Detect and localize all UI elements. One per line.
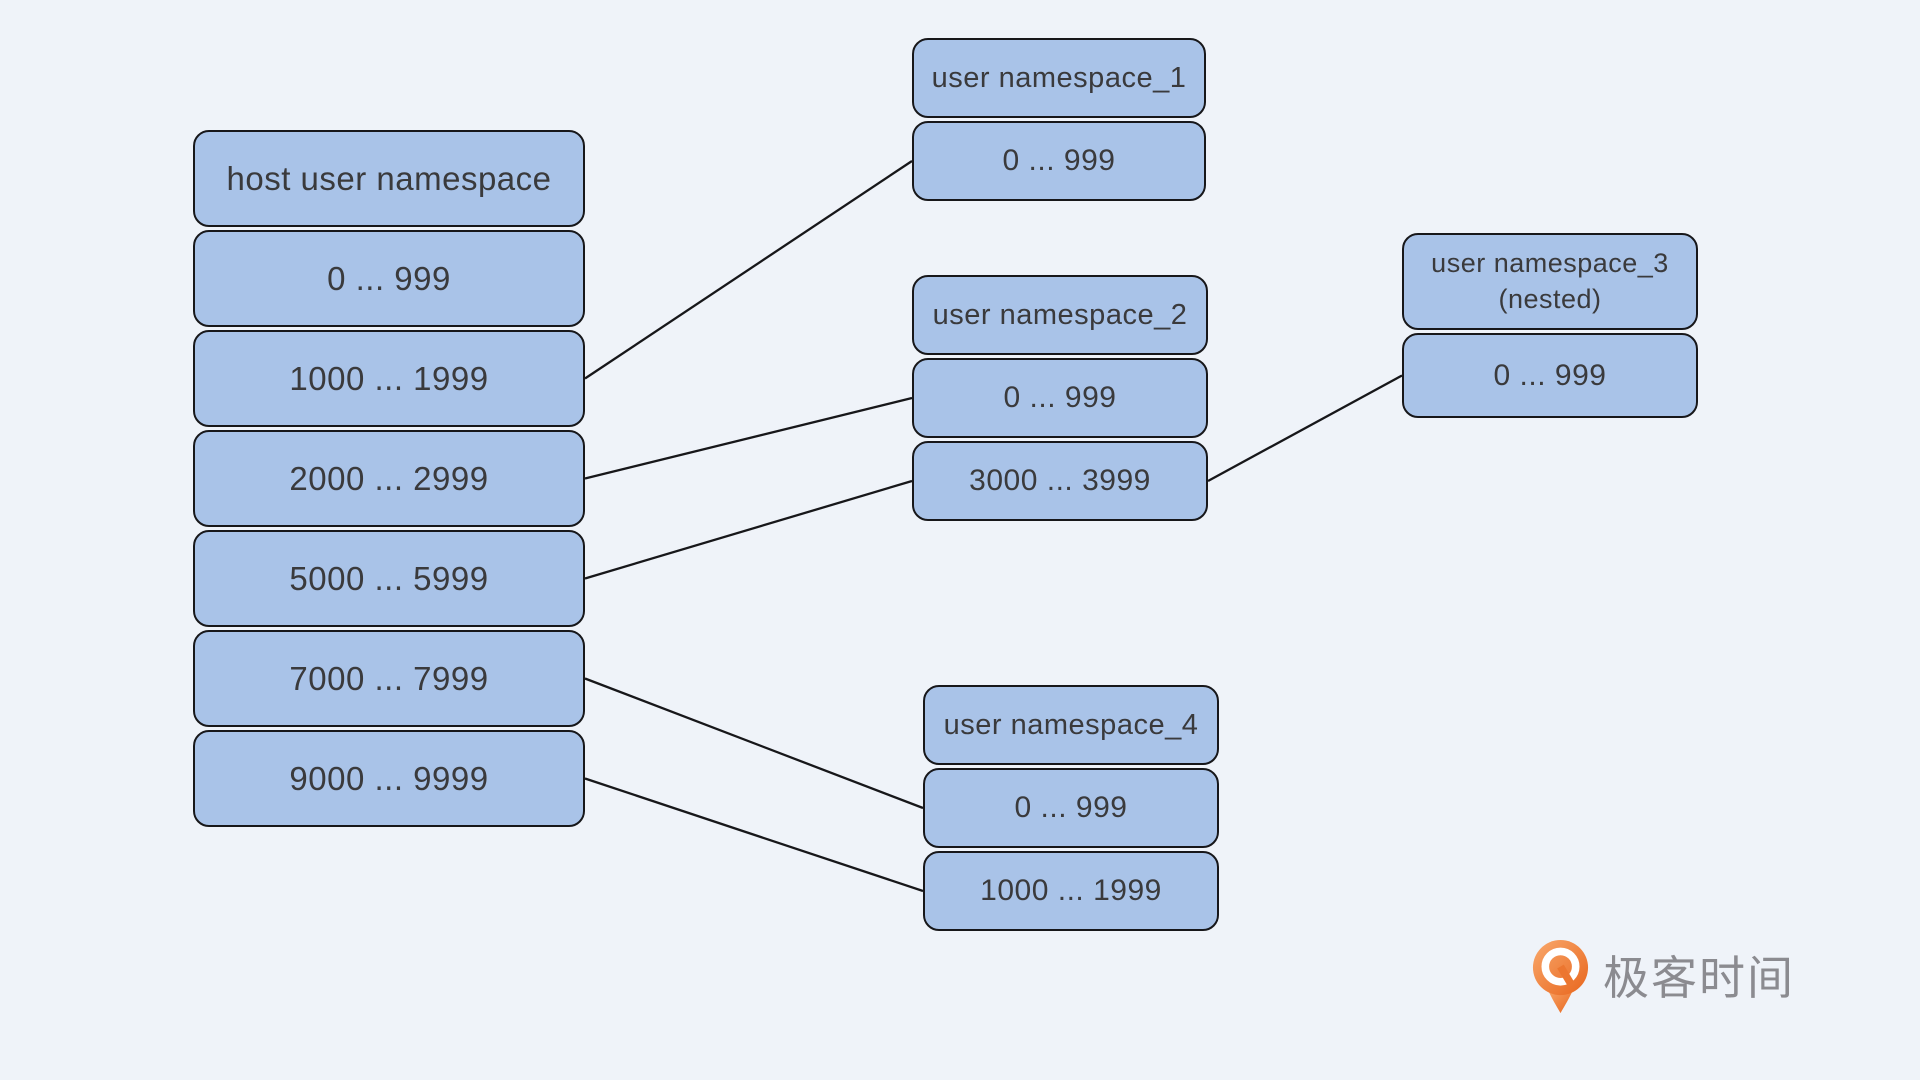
user-namespace-3-subtitle: (nested) — [1498, 283, 1602, 314]
ns3-uid-range-0-999: 0 ... 999 — [1402, 333, 1698, 418]
user-namespace-2-title-box: user namespace_2 — [912, 275, 1208, 355]
user-namespace-3-title: user namespace_3 — [1431, 248, 1669, 279]
ns4-uid-range-1000-1999: 1000 ... 1999 — [923, 851, 1219, 931]
user-namespace-1-title: user namespace_1 — [931, 61, 1187, 94]
user-namespace-2-stack: user namespace_2 0 ... 999 3000 ... 3999 — [912, 275, 1208, 521]
host-uid-range-2000-2999: 2000 ... 2999 — [193, 430, 585, 527]
host-namespace-title-box: host user namespace — [193, 130, 585, 227]
user-namespace-4-title-box: user namespace_4 — [923, 685, 1219, 765]
host-uid-range-1000-1999: 1000 ... 1999 — [193, 330, 585, 427]
user-namespace-4-stack: user namespace_4 0 ... 999 1000 ... 1999 — [923, 685, 1219, 931]
geektime-logo: 极客时间 — [1532, 940, 1795, 1016]
ns4-uid-range-0-999: 0 ... 999 — [923, 768, 1219, 848]
user-namespace-3-title-box: user namespace_3 (nested) — [1402, 233, 1698, 330]
user-namespace-2-title: user namespace_2 — [932, 298, 1188, 331]
host-uid-range-0-999: 0 ... 999 — [193, 230, 585, 327]
host-namespace-title: host user namespace — [226, 159, 552, 197]
host-uid-range-7000-7999: 7000 ... 7999 — [193, 630, 585, 727]
user-namespace-1-title-box: user namespace_1 — [912, 38, 1206, 118]
ns1-uid-range-0-999: 0 ... 999 — [912, 121, 1206, 201]
user-namespace-3-stack: user namespace_3 (nested) 0 ... 999 — [1402, 233, 1698, 418]
user-namespace-1-stack: user namespace_1 0 ... 999 — [912, 38, 1206, 201]
host-namespace-stack: host user namespace 0 ... 999 1000 ... 1… — [193, 130, 585, 827]
user-namespace-4-title: user namespace_4 — [943, 708, 1199, 741]
ns2-uid-range-3000-3999: 3000 ... 3999 — [912, 441, 1208, 521]
ns2-uid-range-0-999: 0 ... 999 — [912, 358, 1208, 438]
geektime-pin-icon — [1532, 940, 1589, 1014]
host-uid-range-5000-5999: 5000 ... 5999 — [193, 530, 585, 627]
geektime-logo-text: 极客时间 — [1603, 952, 1795, 1004]
host-uid-range-9000-9999: 9000 ... 9999 — [193, 730, 585, 827]
